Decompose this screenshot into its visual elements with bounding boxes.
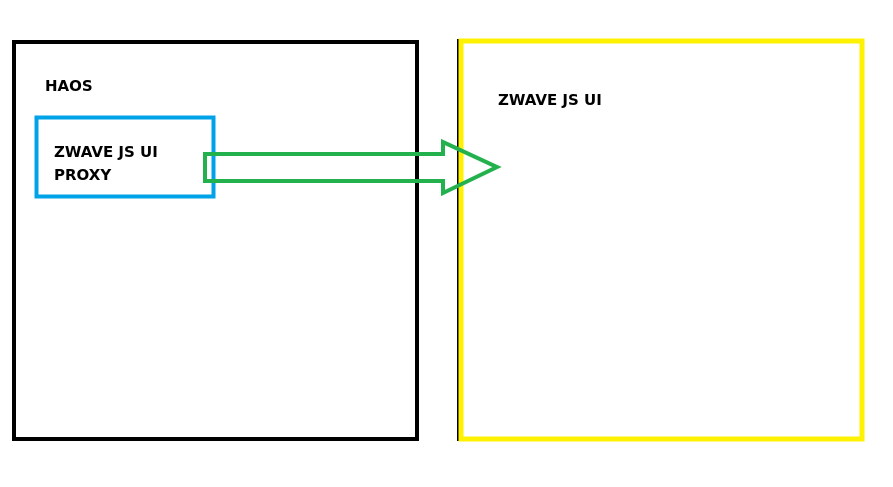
proxy-label-line2: PROXY (54, 166, 112, 184)
haos-label: HAOS (45, 77, 93, 95)
arrow (203, 138, 502, 197)
zwave-js-ui-box (458, 38, 865, 442)
proxy-label-line1: ZWAVE JS UI (54, 143, 158, 161)
proxy-box (34, 115, 216, 199)
haos-box (12, 40, 419, 441)
zwave-js-ui-label: ZWAVE JS UI (498, 91, 602, 109)
